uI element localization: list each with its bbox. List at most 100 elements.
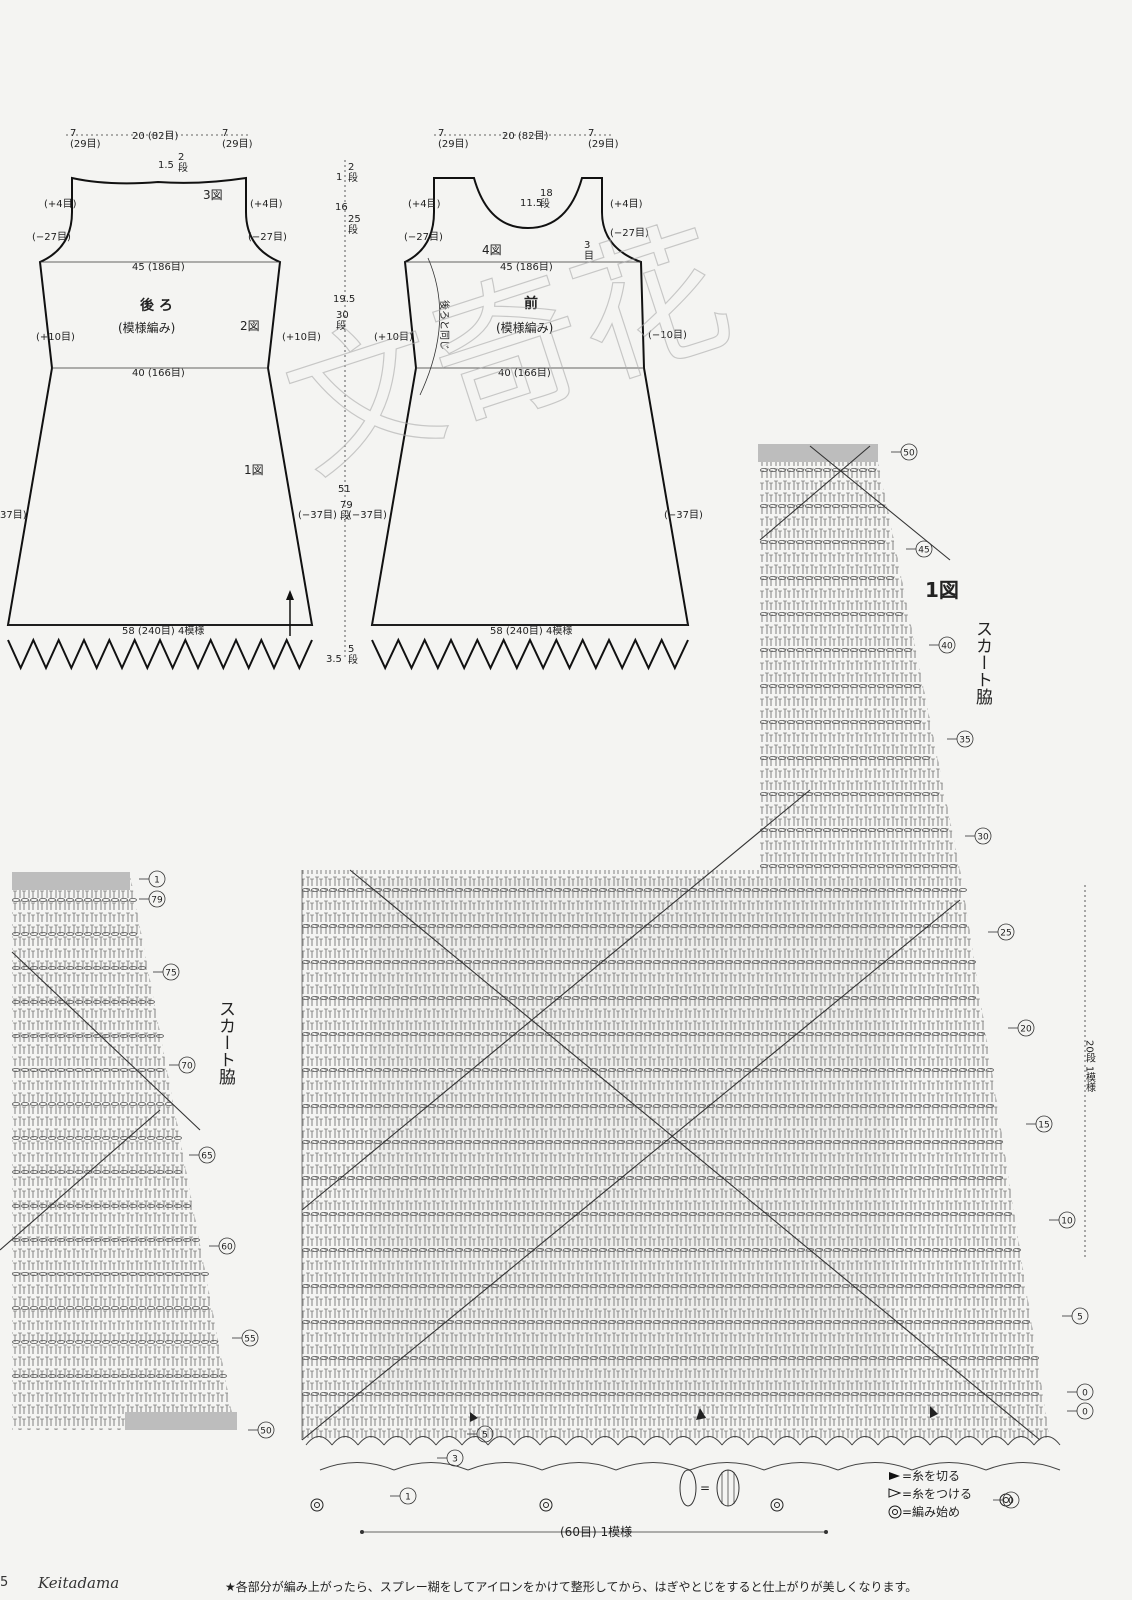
chain-stitch [859,756,867,760]
chain-stitch [527,1068,535,1072]
chain-stitch [48,1170,56,1174]
chain-stitch [760,612,768,616]
chain-stitch [129,1374,137,1378]
chain-stitch [886,612,894,616]
chain-stitch [473,1248,481,1252]
chain-stitch [93,1102,101,1106]
chain-stitch [57,932,65,936]
chain-stitch [165,1340,173,1344]
chain-stitch [850,828,858,832]
chain-stitch [102,1204,110,1208]
chain-stitch [554,924,562,928]
chain-stitch [464,960,472,964]
chain-stitch [509,1392,517,1396]
chain-stitch [111,1034,119,1038]
chain-stitch [680,960,688,964]
chain-stitch [796,504,804,508]
back-fig1: 1図 [244,463,264,477]
chain-stitch [446,924,454,928]
chain-stitch [12,1374,20,1378]
chain-stitch [895,792,903,796]
chain-stitch [356,1356,364,1360]
chain-stitch [806,1032,814,1036]
chain-stitch [968,1104,976,1108]
chain-stitch [769,720,777,724]
chain-stitch [743,1284,751,1288]
chain-stitch [824,1356,832,1360]
chain-stitch [491,1320,499,1324]
chain-stitch [778,468,786,472]
chain-stitch [842,1032,850,1036]
chain-stitch [896,1140,904,1144]
chain-stitch [500,996,508,1000]
chain-stitch [626,1392,634,1396]
chain-stitch [410,1248,418,1252]
chain-stitch [680,1320,688,1324]
chain-stitch [671,996,679,1000]
chain-stitch [446,1068,454,1072]
chain-stitch [805,684,813,688]
chain-stitch [878,1176,886,1180]
chain-stitch [995,1284,1003,1288]
chain-stitch [302,1176,310,1180]
chain-stitch [752,924,760,928]
chain-stitch [805,576,813,580]
chain-stitch [716,1068,724,1072]
chain-stitch [644,1284,652,1288]
chain-stitch [725,1176,733,1180]
chain-stitch [815,1320,823,1324]
chain-stitch [527,1212,535,1216]
front-neck-h: 11.5 [520,198,542,209]
chain-stitch [392,960,400,964]
chain-stitch [815,1104,823,1108]
chain-stitch [446,1284,454,1288]
front-inc4-l: (+4目) [408,199,441,210]
chain-stitch [329,1356,337,1360]
chain-stitch [860,1392,868,1396]
chain-stitch [174,1340,182,1344]
chain-stitch [401,1392,409,1396]
chain-stitch [329,1320,337,1324]
chain-stitch [374,1356,382,1360]
chain-stitch [518,1392,526,1396]
chain-stitch [509,1212,517,1216]
chain-stitch [563,1212,571,1216]
chain-stitch [338,1284,346,1288]
row-number: 65 [201,1152,212,1162]
chain-stitch [778,540,786,544]
chain-stitch [39,932,47,936]
chain-stitch [859,864,867,868]
chain-stitch [734,888,742,892]
chain-stitch [437,996,445,1000]
chain-stitch [644,1176,652,1180]
chain-stitch [860,1032,868,1036]
chain-stitch [392,1032,400,1036]
chain-stitch [545,1140,553,1144]
chain-stitch [923,1356,931,1360]
chain-stitch [1004,1320,1012,1324]
chain-stitch [922,828,930,832]
chain-stitch [932,924,940,928]
chain-stitch [428,1284,436,1288]
chain-stitch [66,1306,74,1310]
chain-stitch [12,1170,20,1174]
chain-stitch [174,1306,182,1310]
chain-stitch [860,1104,868,1108]
chain-stitch [797,924,805,928]
chain-stitch [796,468,804,472]
chain-stitch [806,1176,814,1180]
chain-stitch [869,1284,877,1288]
chain-stitch [905,1248,913,1252]
chain-stitch [779,1356,787,1360]
chain-stitch [860,1248,868,1252]
chain-stitch [455,1140,463,1144]
chain-stitch [174,1136,182,1140]
chain-stitch [365,1176,373,1180]
chain-stitch [491,1248,499,1252]
chain-stitch [662,960,670,964]
chain-stitch [770,1284,778,1288]
chain-stitch [527,1032,535,1036]
chain-stitch [860,1320,868,1324]
chain-stitch [383,1392,391,1396]
chain-stitch [796,612,804,616]
